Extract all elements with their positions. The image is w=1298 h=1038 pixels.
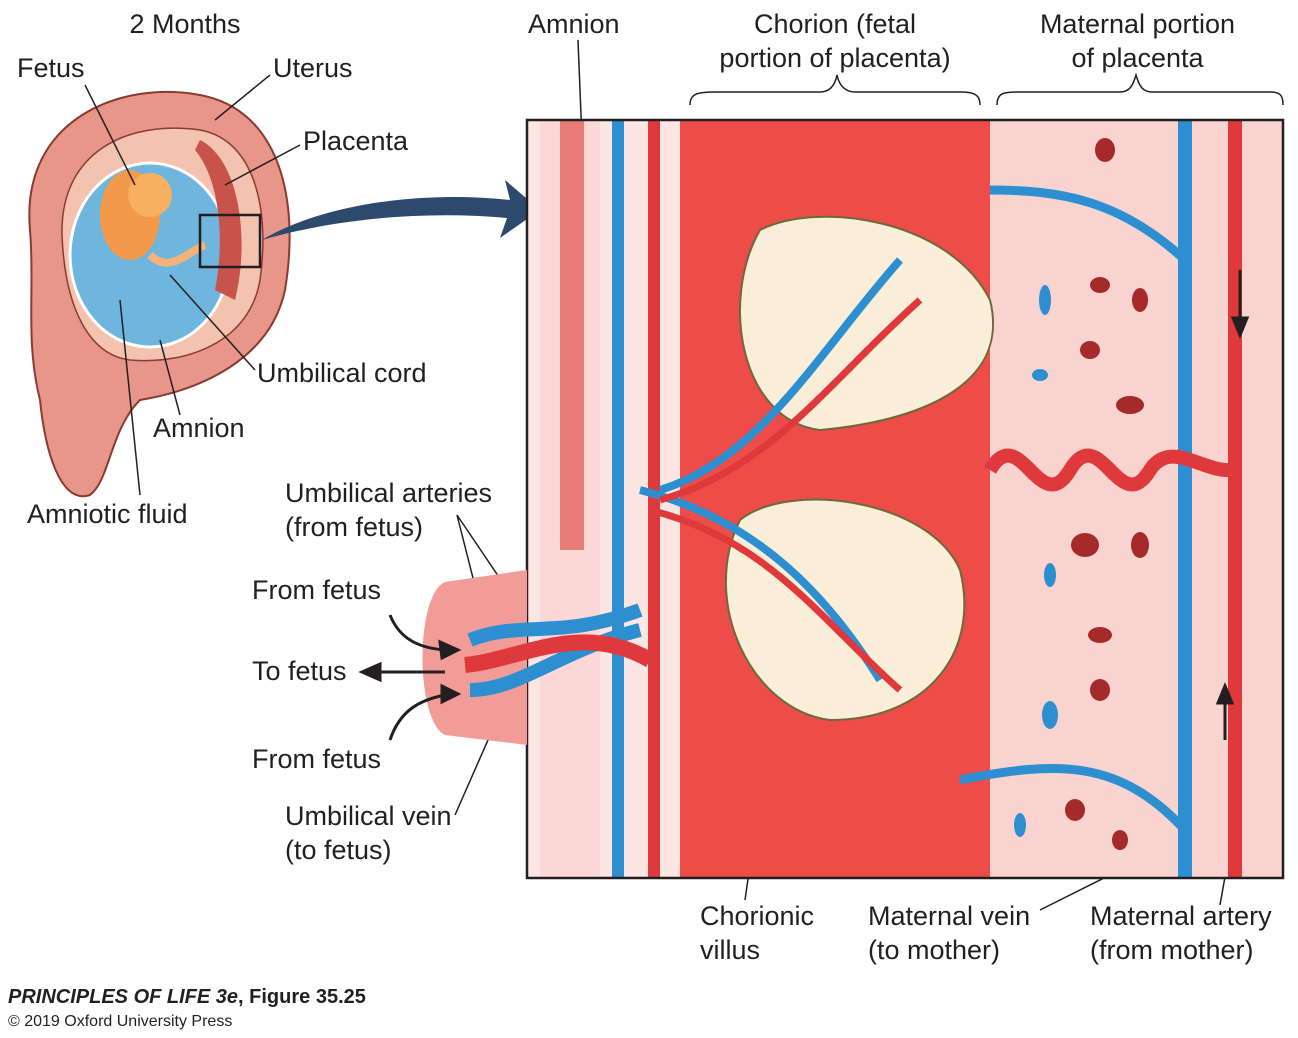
label-line: Maternal portion xyxy=(1039,9,1236,39)
label-maternal-portion: Maternal portion of placenta xyxy=(1000,7,1275,75)
label-umbilical-arteries: Umbilical arteries (from fetus) xyxy=(285,476,492,544)
label-fetus: Fetus xyxy=(17,53,85,83)
label-line: portion of placenta) xyxy=(719,43,951,73)
label-line: (from fetus) xyxy=(285,512,424,542)
label-line: of placenta xyxy=(1071,43,1204,73)
copyright: © 2019 Oxford University Press xyxy=(8,1013,233,1030)
label-from-fetus-bottom: From fetus xyxy=(252,744,382,774)
label-maternal-artery: Maternal artery (from mother) xyxy=(1090,899,1272,967)
book-title: PRINCIPLES OF LIFE 3e xyxy=(8,986,239,1008)
label-amnion-top: Amnion xyxy=(528,9,620,39)
label-amnion-left: Amnion xyxy=(153,413,245,443)
stage-title: 2 Months xyxy=(129,9,241,39)
label-line: Maternal vein xyxy=(868,901,1031,931)
label-uterus: Uterus xyxy=(273,53,353,83)
label-line: Chorionic xyxy=(700,901,815,931)
placenta-cross-section xyxy=(525,118,1285,880)
label-maternal-vein: Maternal vein (to mother) xyxy=(868,899,1030,967)
flow-arrows xyxy=(358,270,1250,741)
label-line: (to fetus) xyxy=(285,835,392,865)
label-umbilical-cord: Umbilical cord xyxy=(257,358,427,388)
uterus-drawing xyxy=(28,91,291,498)
label-chorionic-villus: Chorionic villus xyxy=(700,899,814,967)
label-line: villus xyxy=(700,935,761,965)
label-line: (to mother) xyxy=(868,935,1001,965)
figure-credit: PRINCIPLES OF LIFE 3e, Figure 35.25 xyxy=(8,986,366,1009)
label-placenta: Placenta xyxy=(303,126,409,156)
label-amniotic-fluid: Amniotic fluid xyxy=(27,499,188,529)
label-line: Chorion (fetal xyxy=(753,9,917,39)
label-from-fetus-top: From fetus xyxy=(252,575,382,605)
zoom-arrow xyxy=(262,180,540,240)
label-line: (from mother) xyxy=(1090,935,1254,965)
figure-number: , Figure 35.25 xyxy=(238,986,366,1008)
label-chorion: Chorion (fetal portion of placenta) xyxy=(690,7,980,75)
label-to-fetus: To fetus xyxy=(252,656,347,686)
label-line: Umbilical arteries xyxy=(285,478,493,508)
label-line: Maternal artery xyxy=(1090,901,1272,931)
label-line: Umbilical vein xyxy=(285,801,452,831)
label-umbilical-vein: Umbilical vein (to fetus) xyxy=(285,799,452,867)
umbilical-cord-drawing xyxy=(422,570,654,745)
